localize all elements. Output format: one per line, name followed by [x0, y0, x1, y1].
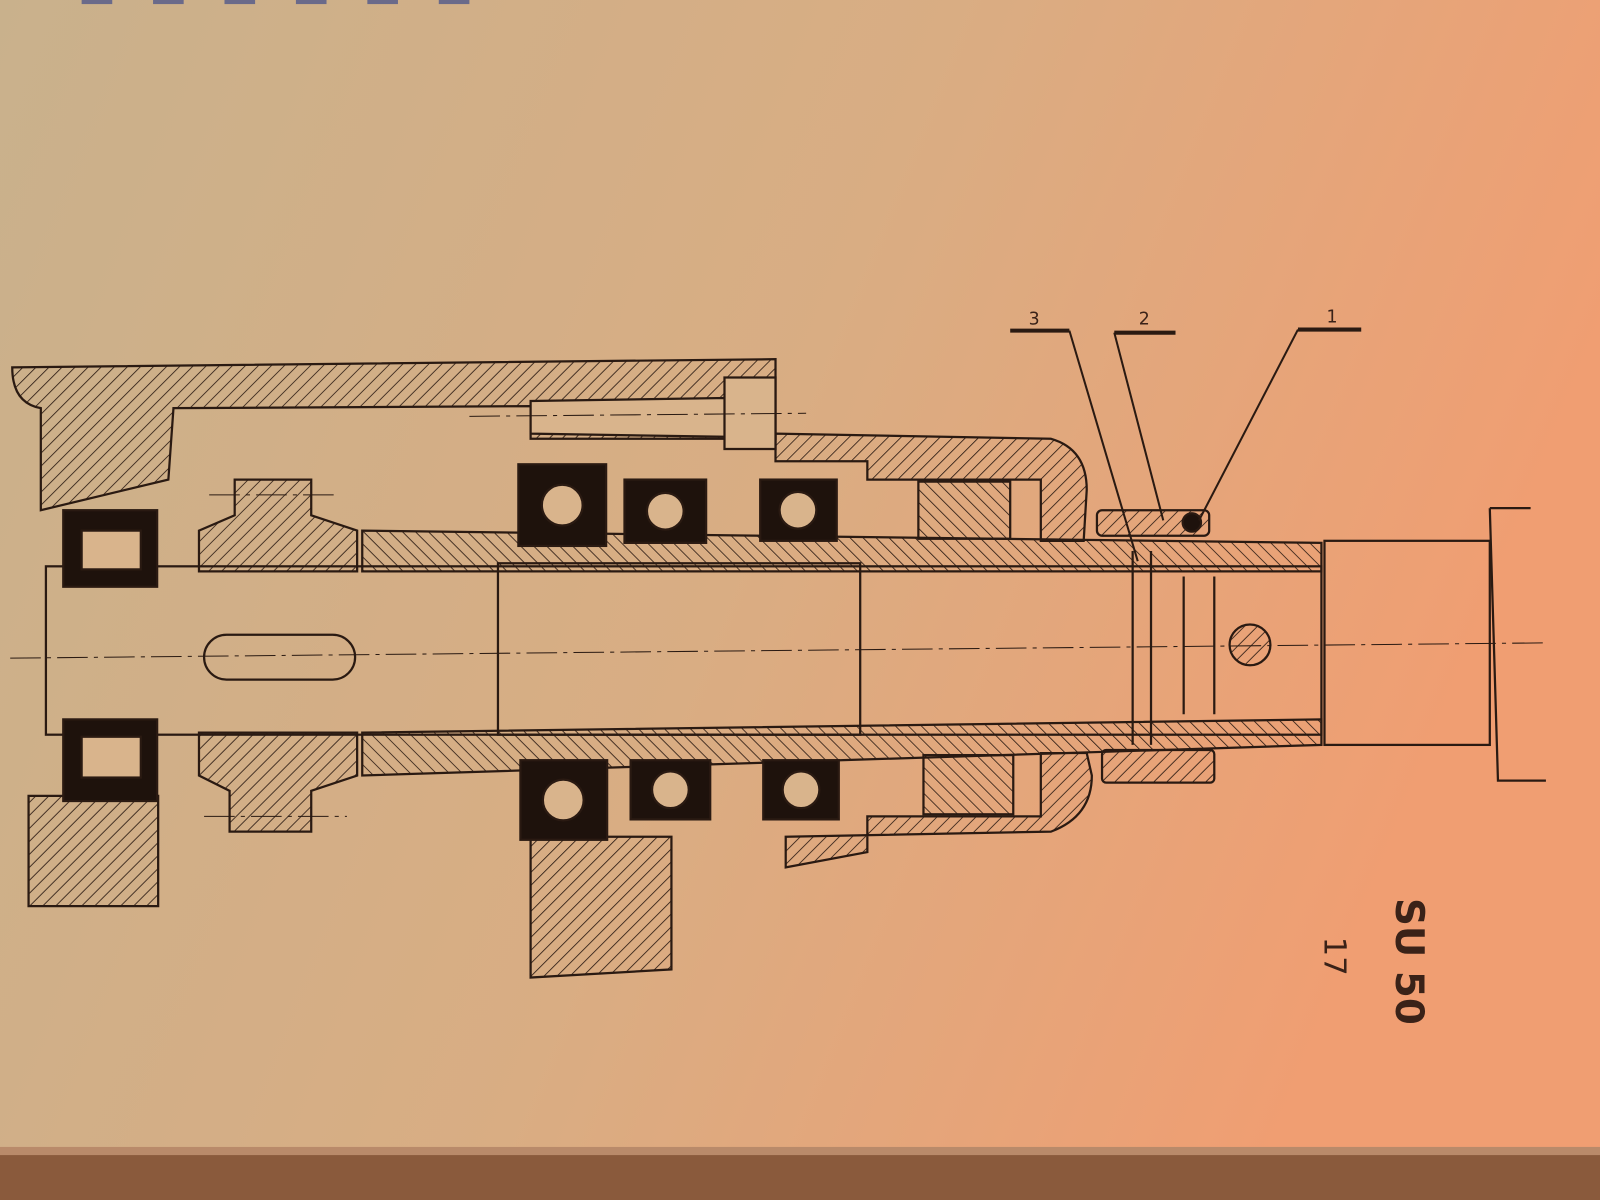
table-surface	[0, 1153, 1600, 1200]
keyway	[202, 633, 357, 681]
ball-icons	[540, 483, 821, 822]
callout-3: 3	[1029, 309, 1040, 329]
housing-top	[11, 358, 777, 512]
housing-bottom-mid	[529, 835, 673, 979]
page-edge	[0, 1146, 1600, 1156]
collar-part-2-bottom	[1100, 748, 1216, 784]
bearing-cover-top	[774, 432, 1088, 542]
shaft-center-section	[496, 562, 862, 736]
cross-pin	[1228, 623, 1272, 667]
callout-1: 1	[1327, 307, 1338, 327]
sheet-code: SU 50	[1386, 898, 1431, 1025]
housing-bottom-left	[27, 794, 160, 908]
bearing-cover-bottom	[784, 751, 1093, 869]
binding-rings	[81, 0, 470, 5]
lock-nut-top	[917, 480, 1012, 540]
coupling-bracket	[1488, 507, 1546, 782]
gear-top	[197, 478, 359, 573]
callout-leaders	[1010, 327, 1362, 562]
lock-nut-bottom	[922, 753, 1015, 816]
page-number: 17	[1316, 937, 1351, 976]
ball-bearings	[517, 463, 840, 841]
shaft-assembly-drawing	[10, 327, 1546, 979]
gear-bottom	[197, 731, 359, 833]
o-ring-part-1	[1181, 512, 1203, 533]
bolt	[529, 376, 777, 451]
shaft-end	[1323, 539, 1491, 747]
centerlines	[10, 412, 1546, 817]
callout-2: 2	[1139, 309, 1150, 329]
